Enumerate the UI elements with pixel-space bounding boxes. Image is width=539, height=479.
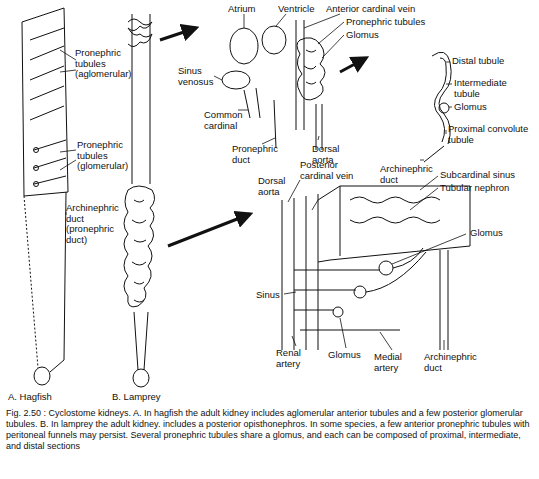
- glomus: [297, 38, 325, 100]
- opisthonephros: [124, 186, 155, 307]
- kidney-block: [318, 186, 470, 262]
- pronephric-tubule: [304, 50, 316, 84]
- glomerulus: [34, 182, 39, 187]
- part-label: Glomus: [346, 30, 396, 41]
- part-label: Medial artery: [374, 352, 418, 373]
- part-label: Anterior cardinal vein: [326, 4, 436, 15]
- pronephric-cluster: [128, 19, 152, 47]
- zoom-arrow: [340, 58, 366, 72]
- zoom-arrow: [160, 28, 196, 40]
- renal-artery: [294, 270, 380, 310]
- part-label: B. Lamprey: [112, 392, 182, 403]
- part-label: Distal tubule: [452, 56, 532, 67]
- part-label: Archinephric duct: [424, 352, 488, 373]
- hagfish-anterior-kidney: [22, 8, 68, 196]
- common-cardinal-vein: [244, 88, 260, 118]
- part-label: Archinephric duct (pronephric duct): [66, 203, 128, 245]
- figure-caption: Fig. 2.50 : Cyclostome kidneys. A. In ha…: [6, 408, 534, 452]
- glomus: [333, 307, 343, 317]
- part-label: Renal artery: [276, 348, 316, 369]
- part-label: Atrium: [228, 4, 268, 15]
- part-label: Common cardinal: [204, 110, 248, 131]
- sinus-venosus: [222, 71, 250, 89]
- glomerulus: [34, 166, 39, 171]
- part-label: Glomus: [328, 350, 368, 361]
- medial-artery: [300, 330, 400, 331]
- part-label: Glomus: [454, 102, 504, 113]
- part-label: Pronephric duct: [232, 144, 278, 165]
- archinephric-duct: [50, 192, 66, 372]
- nephron-tubule: [366, 248, 426, 292]
- part-label: Tubular nephron: [440, 183, 536, 194]
- part-label: Proximal convolute tubule: [448, 124, 532, 145]
- archinephric-duct: [424, 146, 444, 162]
- part-label: A. Hagfish: [8, 392, 78, 403]
- archinephric-duct: [440, 250, 448, 350]
- cloaca: [133, 369, 149, 387]
- posterior-cardinal-vein: [306, 194, 318, 350]
- glomerulus: [34, 148, 39, 153]
- part-label: Sinus: [256, 290, 296, 301]
- part-label: Dorsal aorta: [258, 176, 298, 197]
- pronephric-duct: [274, 100, 276, 148]
- lamprey-duct: [132, 14, 150, 184]
- leader-line: [284, 176, 466, 350]
- cloaca: [34, 367, 50, 385]
- leader-line: [60, 50, 76, 215]
- part-label: Ventricle: [278, 4, 322, 15]
- nephron-coil: [132, 200, 146, 302]
- glomus: [354, 286, 366, 298]
- zoom-arrow: [168, 214, 250, 246]
- part-label: Intermediate tubule: [454, 78, 524, 99]
- tubular-nephron: [340, 186, 440, 256]
- part-label: Pronephric tubules (aglomerular): [75, 48, 139, 80]
- leader-line: [420, 62, 452, 160]
- part-label: Archinephric duct: [380, 164, 450, 185]
- part-label: Sinus venosus: [178, 66, 218, 87]
- dorsal-aorta: [282, 198, 294, 350]
- glomus: [439, 103, 449, 113]
- glomus: [379, 261, 393, 275]
- part-label: Posterior cardinal vein: [300, 160, 360, 181]
- body-outline: [24, 196, 38, 368]
- anterior-cardinal-vein: [296, 20, 304, 130]
- aglomerular-tubule: [30, 28, 64, 120]
- part-label: Glomus: [470, 228, 520, 239]
- atrium: [230, 28, 258, 64]
- part-label: Pronephric tubules: [346, 17, 446, 28]
- ventricle: [262, 26, 286, 54]
- part-label: Pronephric tubules (glomerular): [77, 140, 137, 172]
- lamprey-duct: [134, 312, 148, 370]
- glomerular-tubule: [34, 140, 66, 184]
- part-label: Subcardinal sinus: [440, 170, 536, 181]
